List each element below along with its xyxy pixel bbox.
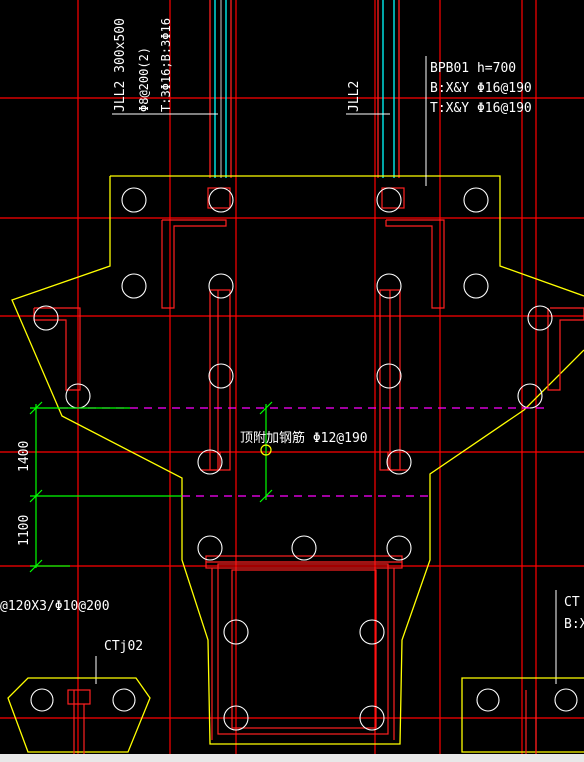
left-rebar-note: @120X3/Φ10@200 [0,599,110,614]
dimension-label-lower: 1100 [17,515,32,546]
beam-label-left-line1: JLL2 300x500 [113,18,128,112]
beam-right [377,0,400,178]
pile-cap-label-right-1: CT [564,595,580,610]
pile-cap-outline [110,175,584,297]
pile-cap-outline-left [11,176,584,745]
beam-label-left: JLL2 300x500 Φ8@200(2) T:3Φ16;B:3Φ16 [113,18,173,112]
beam-label-right: JLL2 [347,81,362,112]
leader-lines [95,56,557,684]
bottom-strip [0,754,584,762]
beam-label-left-line3: T:3Φ16;B:3Φ16 [159,18,173,112]
extra-rebar-label: 顶附加钢筋 Φ12@190 [240,430,368,446]
pile-cap-label-right-2: B:X [564,617,584,632]
rebar-cage [33,187,584,740]
pile-cap-right-lower [461,677,584,762]
slab-label-line1: BPB01 h=700 [430,61,516,76]
pile-cap-left-lower [7,677,151,762]
beam-left [209,0,232,178]
slab-label-line2: B:X&Y Φ16@190 [430,81,532,96]
beam-label-left-line2: Φ8@200(2) [137,47,151,112]
slab-label: BPB01 h=700 B:X&Y Φ16@190 T:X&Y Φ16@190 [430,61,532,116]
pile-cap-label-left: CTj02 [104,639,143,654]
rebar-marker [260,444,272,456]
dimension-label-upper: 1400 [17,441,32,472]
additional-rebar-zone [60,407,548,497]
slab-label-line3: T:X&Y Φ16@190 [430,101,532,116]
dimension-lines [29,401,273,573]
